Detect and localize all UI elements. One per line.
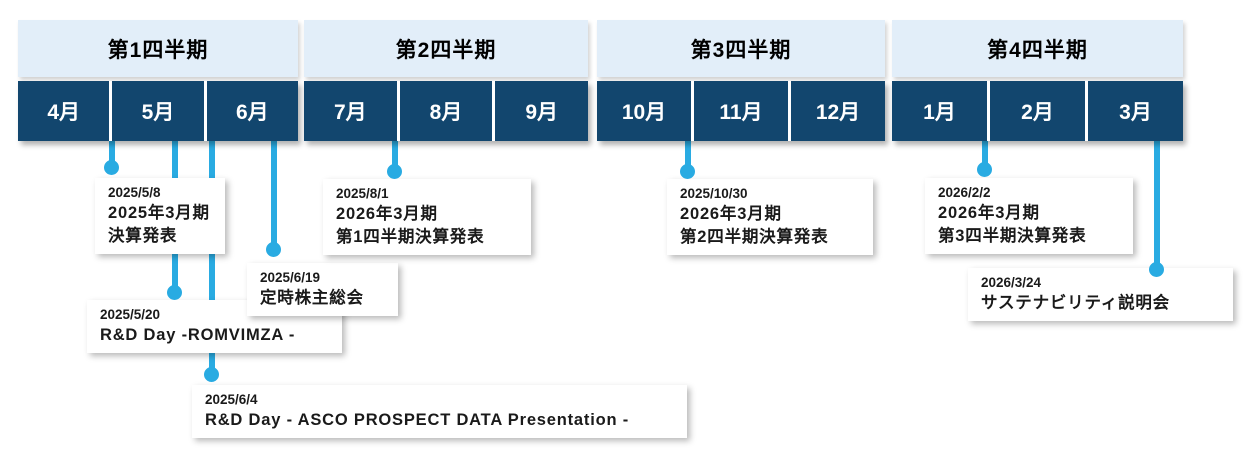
connector-dot [680, 164, 695, 179]
event-date: 2026/3/24 [981, 275, 1042, 290]
connector-line [685, 140, 691, 172]
event-date: 2025/5/20 [100, 307, 161, 322]
quarter-header: 第4四半期 [892, 20, 1183, 77]
event-callout-q3-earnings: 2026/2/2 2026年3月期 第3四半期決算発表 [925, 178, 1133, 255]
event-callout-sustainability-briefing: 2026/3/24 サステナビリティ説明会 [968, 268, 1233, 322]
event-date: 2026/2/2 [938, 185, 991, 200]
event-text: R&D Day -ROMVIMZA - [100, 326, 296, 345]
month-cell: 7月 [304, 81, 397, 141]
month-cell: 6月 [206, 81, 298, 141]
connector-dot [977, 162, 992, 177]
event-text: 2025年3月期 [108, 204, 210, 223]
event-text: 定時株主総会 [260, 289, 364, 308]
quarter-block-q2: 第2四半期 7月 8月 9月 [304, 20, 589, 141]
quarter-label: 第1四半期 [107, 38, 209, 62]
connector-line [209, 140, 215, 375]
month-bar: 10月 11月 12月 [597, 81, 885, 141]
month-bar: 1月 2月 3月 [892, 81, 1183, 141]
month-cell: 4月 [18, 81, 110, 141]
event-date: 2025/10/30 [680, 186, 748, 201]
quarter-label: 第2四半期 [395, 38, 497, 62]
event-callout-q1-earnings: 2025/8/1 2026年3月期 第1四半期決算発表 [323, 179, 531, 256]
event-callout-shareholders-meeting: 2025/6/19 定時株主総会 [247, 263, 398, 317]
month-cell: 10月 [597, 81, 691, 141]
month-cell: 1月 [892, 81, 987, 141]
event-date: 2025/6/19 [260, 270, 321, 285]
connector-dot [204, 367, 219, 382]
event-text: 2026年3月期 [336, 205, 438, 224]
connector-line [271, 140, 277, 250]
event-callout-rd-day-asco: 2025/6/4 R&D Day - ASCO PROSPECT DATA Pr… [192, 385, 687, 439]
connector-line [982, 140, 988, 170]
quarter-block-q3: 第3四半期 10月 11月 12月 [597, 20, 885, 141]
month-cell: 12月 [791, 81, 885, 141]
quarter-header: 第2四半期 [304, 20, 588, 77]
month-cell: 5月 [112, 81, 204, 141]
event-text: サステナビリティ説明会 [981, 294, 1170, 313]
event-text: 第1四半期決算発表 [336, 228, 485, 247]
connector-dot [167, 285, 182, 300]
connector-dot [387, 164, 402, 179]
connector-dot [266, 242, 281, 257]
quarter-label: 第3四半期 [690, 38, 792, 62]
month-bar: 7月 8月 9月 [304, 81, 589, 141]
month-bar: 4月 5月 6月 [18, 81, 298, 141]
event-callout-earnings-fy2025: 2025/5/8 2025年3月期 決算発表 [95, 178, 225, 255]
quarter-block-q1: 第1四半期 4月 5月 6月 [18, 20, 298, 141]
quarter-header: 第1四半期 [18, 20, 298, 77]
month-cell: 11月 [694, 81, 788, 141]
event-date: 2025/6/4 [205, 392, 258, 407]
connector-dot [104, 160, 119, 175]
event-text: 第2四半期決算発表 [680, 228, 829, 247]
quarter-block-q4: 第4四半期 1月 2月 3月 [892, 20, 1183, 141]
quarter-header: 第3四半期 [597, 20, 885, 77]
connector-line [1154, 140, 1160, 270]
month-cell: 8月 [399, 81, 493, 141]
event-date: 2025/5/8 [108, 185, 161, 200]
event-text: 決算発表 [108, 227, 178, 246]
event-callout-q2-earnings: 2025/10/30 2026年3月期 第2四半期決算発表 [667, 179, 873, 256]
month-cell: 2月 [990, 81, 1085, 141]
connector-dot [1149, 262, 1164, 277]
month-cell: 3月 [1088, 81, 1183, 141]
event-text: 2026年3月期 [938, 204, 1040, 223]
event-text: R&D Day - ASCO PROSPECT DATA Presentatio… [205, 411, 630, 430]
event-date: 2025/8/1 [336, 186, 389, 201]
connector-line [109, 140, 115, 168]
month-cell: 9月 [495, 81, 589, 141]
event-text: 2026年3月期 [680, 205, 782, 224]
quarter-label: 第4四半期 [987, 38, 1088, 62]
event-text: 第3四半期決算発表 [938, 227, 1087, 246]
connector-line [392, 140, 398, 172]
